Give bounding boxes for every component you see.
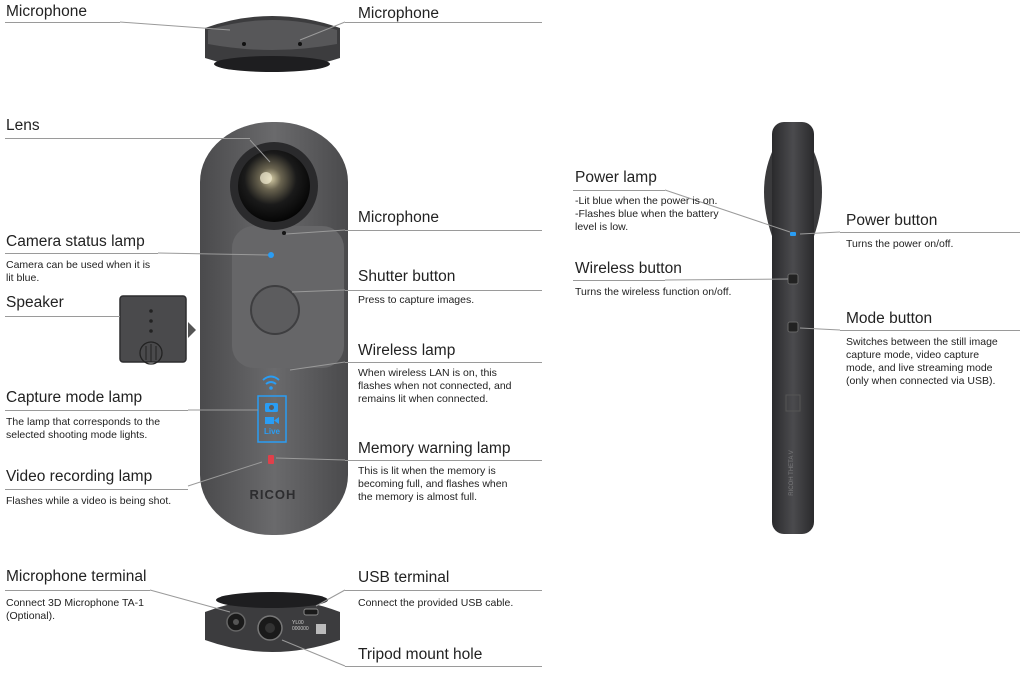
rule-mic-terminal	[5, 590, 150, 591]
label-usb-terminal: USB terminal	[358, 569, 450, 586]
live-mode-label: Live	[263, 427, 280, 436]
leader-lines	[119, 21, 841, 667]
desc-shutter-button: Press to capture images.	[358, 294, 475, 306]
desc-microphone-terminal: Connect 3D Microphone TA-1 (Optional).	[6, 597, 144, 622]
desc-mode-button: Switches between the still image capture…	[846, 336, 998, 387]
top-view-camera	[205, 16, 340, 72]
rule-memory-warning	[345, 460, 542, 461]
front-view-camera	[200, 122, 348, 535]
memory-warning-lamp-shape	[268, 455, 274, 464]
rule-mic-top-right	[345, 22, 542, 23]
label-microphone-terminal: Microphone terminal	[6, 568, 147, 585]
label-microphone-top-left: Microphone	[6, 3, 87, 20]
desc-power-lamp: -Lit blue when the power is on. -Flashes…	[575, 195, 719, 233]
rule-shutter	[345, 290, 542, 291]
desc-wireless-button: Turns the wireless function on/off.	[575, 286, 732, 298]
bottom-view-camera	[205, 592, 340, 652]
desc-video-recording-lamp: Flashes while a video is being shot.	[6, 495, 172, 507]
label-power-button: Power button	[846, 212, 938, 229]
label-camera-status-lamp: Camera status lamp	[6, 233, 145, 250]
rule-lens	[5, 138, 250, 139]
label-memory-warning-lamp: Memory warning lamp	[358, 440, 511, 457]
label-shutter-button: Shutter button	[358, 268, 456, 285]
desc-power-button: Turns the power on/off.	[846, 238, 954, 250]
desc-capture-mode-lamp: The lamp that corresponds to the selecte…	[6, 416, 161, 441]
rule-power-button	[840, 232, 1020, 233]
rule-mic-top-left	[5, 22, 120, 23]
side-view-camera	[764, 122, 822, 534]
label-wireless-lamp: Wireless lamp	[358, 342, 456, 359]
rule-power-lamp	[573, 190, 665, 191]
camera-brand: RICOH	[249, 487, 297, 502]
speaker-inset	[119, 295, 196, 365]
rule-speaker	[5, 316, 120, 317]
video-mode-icon	[265, 417, 279, 424]
bottom-serial-text: YL00 000000	[292, 620, 309, 632]
label-microphone-top-right: Microphone	[358, 5, 439, 22]
label-microphone-front: Microphone	[358, 209, 439, 226]
rule-wireless-lamp	[345, 362, 542, 363]
side-product-text: RICOH THETA V	[789, 450, 795, 496]
label-speaker: Speaker	[6, 294, 64, 311]
rule-video-recording	[5, 489, 188, 490]
label-mode-button: Mode button	[846, 310, 933, 327]
rule-mode-button	[840, 330, 1020, 331]
desc-camera-status-lamp: Camera can be used when it is lit blue.	[6, 259, 151, 284]
label-capture-mode-lamp: Capture mode lamp	[6, 389, 143, 406]
desc-usb-terminal: Connect the provided USB cable.	[358, 597, 514, 609]
wifi-lamp-icon	[262, 375, 280, 390]
label-video-recording-lamp: Video recording lamp	[6, 468, 153, 485]
rule-wireless-button	[573, 280, 665, 281]
label-wireless-button: Wireless button	[575, 260, 682, 277]
label-tripod-mount-hole: Tripod mount hole	[358, 646, 483, 663]
desc-wireless-lamp: When wireless LAN is on, this flashes wh…	[358, 367, 512, 405]
rule-tripod	[345, 666, 542, 667]
capture-mode-lamp-box	[257, 395, 287, 443]
rule-capture-mode	[5, 410, 188, 411]
label-lens: Lens	[6, 117, 40, 134]
rule-usb-terminal	[345, 590, 542, 591]
label-power-lamp: Power lamp	[575, 169, 657, 186]
camera-mode-icon	[265, 403, 278, 412]
desc-memory-warning-lamp: This is lit when the memory is becoming …	[358, 465, 508, 503]
rule-camera-status	[5, 253, 158, 254]
rule-microphone	[345, 230, 542, 231]
